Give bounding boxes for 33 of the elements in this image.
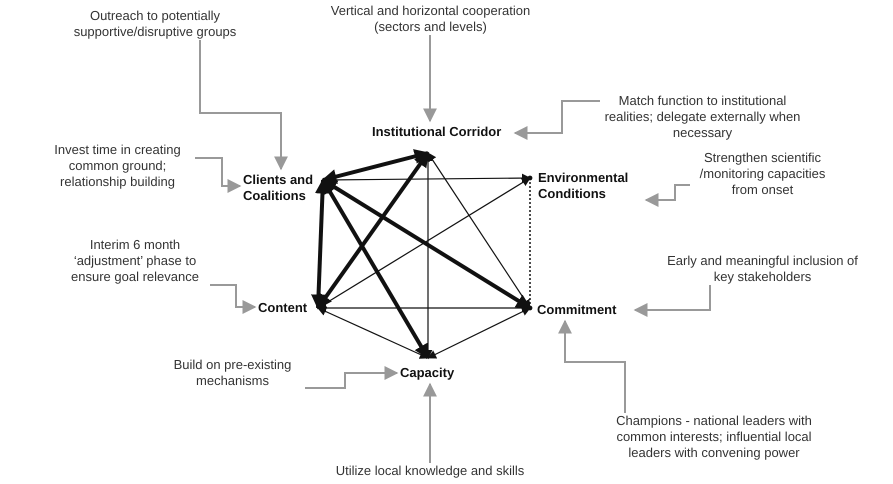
factor-label: Clients and Coalitions bbox=[243, 172, 314, 204]
strategy-note: Champions - national leaders with common interests; influential local leaders with convening power bbox=[615, 413, 813, 461]
arrow bbox=[428, 152, 530, 309]
arrow bbox=[427, 307, 531, 359]
strategy-note: Vertical and horizontal cooperation (sectors and levels) bbox=[330, 3, 532, 35]
strategy-note: Early and meaningful inclusion of key stakeholders bbox=[666, 253, 859, 285]
strategy-note: Build on pre-existing mechanisms bbox=[172, 357, 292, 389]
pointer-arrow bbox=[634, 285, 711, 317]
pointer-arrow bbox=[195, 157, 242, 193]
pointer-arrow bbox=[423, 382, 437, 463]
strategy-note: Interim 6 month ‘adjustment’ phase to ensure goal relevance bbox=[70, 237, 200, 285]
pointer-arrow bbox=[210, 284, 256, 314]
factor-label: Institutional Corridor bbox=[372, 124, 502, 140]
pointer-arrow bbox=[644, 184, 690, 207]
pointer-arrow bbox=[423, 35, 437, 122]
pointer-arrow bbox=[305, 366, 398, 389]
strategy-note: Match function to institutional realities; delegate externally when necessary bbox=[604, 93, 802, 141]
pointer-arrow bbox=[514, 100, 600, 140]
strategy-note: Invest time in creating common ground; relationship building bbox=[53, 142, 182, 190]
arrow bbox=[311, 178, 330, 310]
factor-label: Content bbox=[258, 300, 308, 316]
factor-label: Capacity bbox=[400, 365, 456, 381]
strategy-note: Utilize local knowledge and skills bbox=[334, 463, 526, 479]
pointer-arrow bbox=[199, 40, 288, 170]
strategy-note: Outreach to potentially supportive/disruptive groups bbox=[72, 8, 238, 40]
arrow bbox=[316, 152, 430, 310]
pointer-arrow bbox=[558, 320, 626, 413]
strategy-note: Strengthen scientific /monitoring capacities from onset bbox=[698, 150, 826, 198]
factor-label: Environmental Conditions bbox=[538, 170, 630, 202]
arrow bbox=[321, 178, 430, 360]
arrow bbox=[317, 307, 429, 359]
arrow bbox=[322, 149, 430, 184]
factor-label: Commitment bbox=[537, 302, 618, 318]
